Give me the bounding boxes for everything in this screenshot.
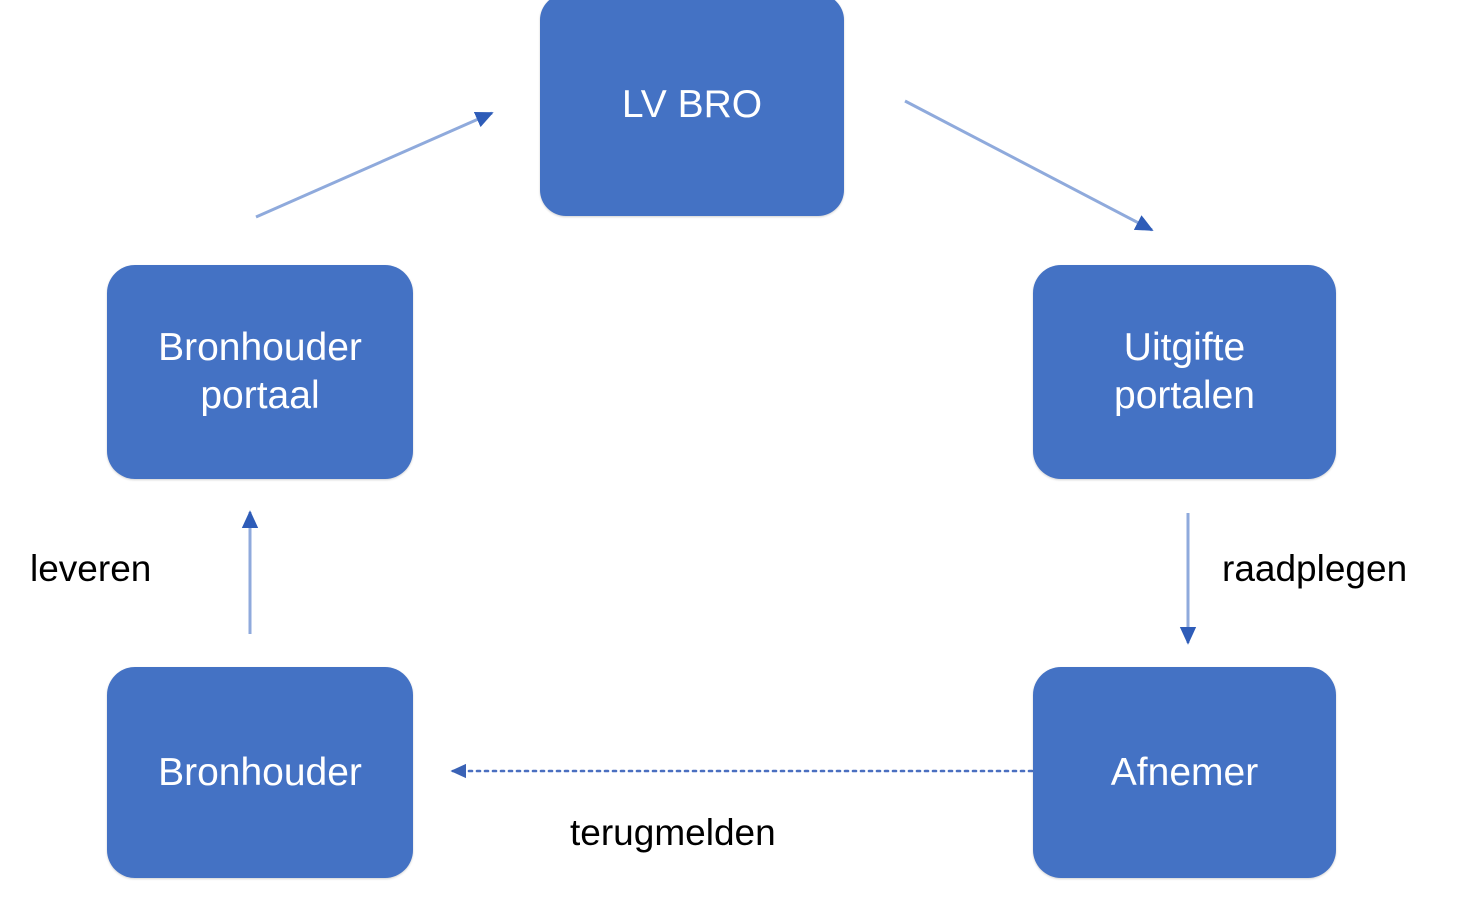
node-bronhouder-label: Bronhouder [158,750,362,794]
edge-label-leveren: leveren [30,548,152,589]
edge-label-raadplegen: raadplegen [1222,548,1408,589]
edge-bronportaal-to-lvbro [255,111,494,219]
edge-label-terugmelden: terugmelden [570,812,776,853]
node-afnemer-label: Afnemer [1110,750,1259,794]
node-lv-bro[interactable]: LV BRO [540,0,844,216]
node-bronhouder-portaal[interactable]: Bronhouder portaal [107,265,413,479]
edge-lvbro-to-uitgifte [904,99,1154,232]
node-bronhouder[interactable]: Bronhouder [107,667,413,878]
node-uitgifte-portalen[interactable]: Uitgifte portalen [1033,265,1336,479]
node-afnemer[interactable]: Afnemer [1033,667,1336,878]
node-bronhouder-portaal-label: Bronhouder portaal [158,326,362,417]
node-uitgifte-portalen-label: Uitgifte portalen [1114,326,1255,417]
node-lv-bro-label: LV BRO [621,83,763,127]
